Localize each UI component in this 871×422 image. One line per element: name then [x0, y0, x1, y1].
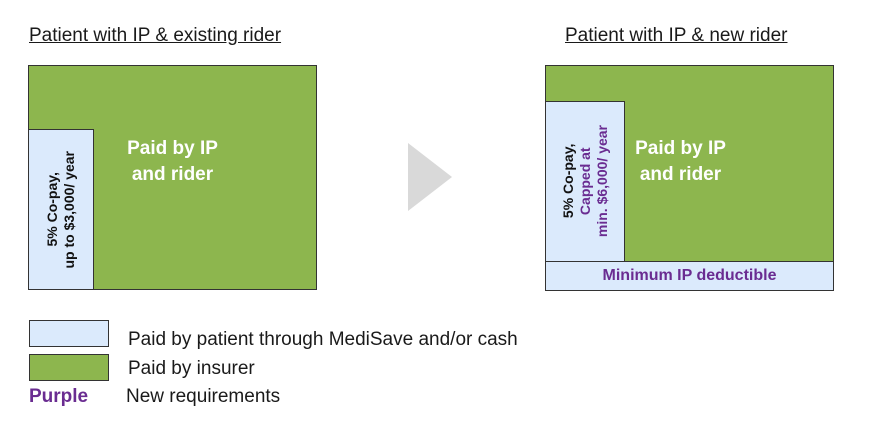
right-copay-block	[545, 101, 625, 262]
left-insurer-label: Paid by IP and rider	[110, 136, 235, 188]
right-copay-line-1: 5% Co-pay,	[559, 144, 576, 219]
right-insurer-label: Paid by IP and rider	[618, 136, 743, 188]
right-copay-label: 5% Co-pay, Capped at min. $6,000/ year	[545, 101, 625, 262]
legend-purple-desc: New requirements	[126, 386, 281, 407]
right-insurer-line-1: Paid by IP	[635, 138, 726, 159]
left-copay-line-1: 5% Co-pay,	[44, 172, 60, 247]
legend-purple-label: Purple	[29, 386, 89, 407]
legend-insurer-label: Paid by insurer	[128, 358, 255, 379]
right-panel-title: Patient with IP & new rider	[565, 25, 788, 46]
left-insurer-line-1: Paid by IP	[127, 138, 218, 159]
legend-insurer-swatch	[29, 354, 109, 381]
left-insurer-line-2: and rider	[131, 164, 214, 185]
left-copay-line-2: up to $3,000/ year	[61, 150, 77, 269]
right-copay-line-2: Capped at	[576, 147, 593, 216]
legend-patient-swatch	[29, 320, 109, 347]
legend-patient-label: Paid by patient through MediSave and/or …	[128, 329, 518, 350]
left-copay-block	[28, 129, 94, 290]
right-deductible-block	[545, 261, 834, 291]
play-triangle-icon	[408, 143, 452, 211]
left-copay-label: 5% Co-pay, up to $3,000/ year	[28, 129, 94, 290]
left-panel-title: Patient with IP & existing rider	[29, 25, 282, 46]
right-copay-line-3: min. $6,000/ year	[593, 125, 610, 238]
right-insurer-line-2: and rider	[639, 164, 722, 185]
deductible-label: Minimum IP deductible	[602, 267, 777, 284]
